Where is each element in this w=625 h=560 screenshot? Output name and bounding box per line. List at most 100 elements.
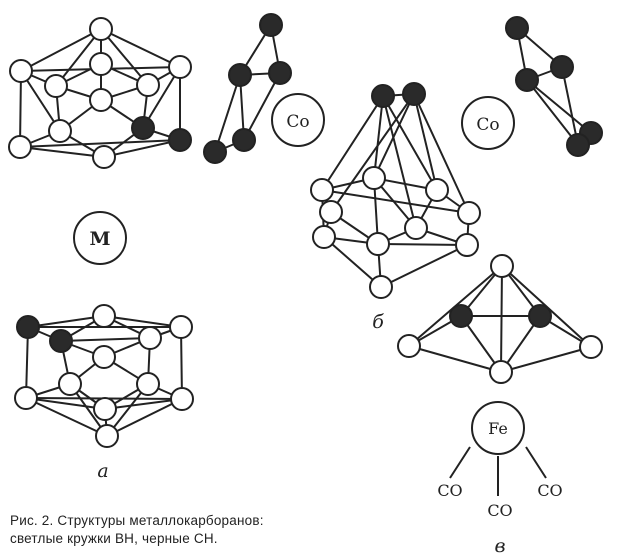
bond: [100, 28, 181, 68]
bond: [19, 139, 181, 148]
bond: [25, 397, 106, 410]
bond: [55, 28, 102, 87]
bh-atom: [319, 200, 343, 224]
bh-atom: [455, 233, 479, 257]
panel-label-a: а: [97, 460, 108, 482]
bh-atom: [490, 254, 514, 278]
ch-atom: [131, 116, 155, 140]
panel-label-b: б: [372, 311, 384, 333]
bond: [561, 66, 579, 146]
atom-layer: [8, 13, 603, 448]
ch-atom: [449, 304, 473, 328]
bond: [323, 236, 382, 288]
bh-atom: [169, 315, 193, 339]
bh-atom: [312, 225, 336, 249]
bond: [106, 398, 183, 437]
ch-atom: [168, 128, 192, 152]
bond: [180, 326, 183, 400]
bh-atom: [136, 73, 160, 97]
bh-atom: [170, 387, 194, 411]
bond: [321, 189, 470, 214]
bh-atom: [9, 59, 33, 83]
bh-atom: [93, 397, 117, 421]
co-ligand-right: CO: [537, 481, 562, 500]
bh-atom: [44, 74, 68, 98]
bond: [330, 93, 415, 213]
bh-atom: [489, 360, 513, 384]
metal-label-m: M: [89, 228, 110, 250]
ch-atom: [232, 128, 256, 152]
bond: [526, 79, 592, 134]
bh-atom: [362, 166, 386, 190]
metal-label-fe: Fe: [488, 419, 508, 438]
bh-atom: [92, 304, 116, 328]
metal-label-co-left: Co: [286, 112, 309, 132]
bh-atom: [8, 135, 32, 159]
bh-atom: [579, 335, 603, 359]
ch-atom: [228, 63, 252, 87]
bond: [380, 244, 468, 288]
bond: [27, 315, 105, 328]
bond: [321, 95, 384, 191]
metal-label-co-right: Co: [476, 115, 499, 135]
bond: [500, 346, 592, 373]
caption-line-1: Рис. 2. Структуры металлокарборанов:: [10, 513, 264, 528]
bh-atom: [48, 119, 72, 143]
bond: [60, 337, 151, 342]
co-ligand-left: CO: [437, 481, 462, 500]
bh-atom: [14, 386, 38, 410]
metal-atom-m: M: [73, 211, 127, 265]
bh-atom: [369, 275, 393, 299]
ch-atom: [566, 133, 590, 157]
figure-caption: Рис. 2. Структуры металлокарборанов: све…: [10, 512, 264, 548]
bond: [104, 398, 183, 410]
bond: [408, 345, 502, 373]
bh-atom: [138, 326, 162, 350]
metal-atom-co-left: Co: [271, 93, 325, 147]
bond: [20, 28, 102, 72]
bh-atom: [95, 424, 119, 448]
bh-atom: [92, 345, 116, 369]
bh-atom: [310, 178, 334, 202]
ch-atom: [505, 16, 529, 40]
bond: [413, 93, 438, 191]
bh-atom: [89, 52, 113, 76]
panel-label-v: в: [494, 535, 505, 557]
fe-co-bond-left: [449, 446, 471, 479]
bh-atom: [397, 334, 421, 358]
ch-atom: [16, 315, 40, 339]
bond: [382, 95, 417, 229]
ch-atom: [515, 68, 539, 92]
bh-atom: [425, 178, 449, 202]
bh-atom: [366, 232, 390, 256]
bond: [103, 139, 181, 158]
bond: [100, 28, 149, 86]
bh-atom: [136, 372, 160, 396]
bond: [103, 315, 182, 328]
bond: [377, 243, 468, 246]
co-ligand-middle: CO: [487, 501, 512, 520]
ch-atom: [550, 55, 574, 79]
ch-atom: [49, 329, 73, 353]
bond: [243, 72, 281, 141]
bond: [214, 74, 241, 153]
bond: [382, 95, 438, 191]
bh-atom: [89, 88, 113, 112]
bond: [500, 265, 503, 373]
bh-atom: [404, 216, 428, 240]
bond: [413, 93, 470, 214]
bond: [373, 95, 384, 179]
bond: [19, 146, 105, 158]
bond: [25, 397, 108, 437]
bond: [19, 70, 22, 148]
ch-atom: [259, 13, 283, 37]
caption-line-2: светлые кружки BH, черные CH.: [10, 531, 218, 546]
ch-atom: [371, 84, 395, 108]
bh-atom: [92, 145, 116, 169]
ch-atom: [268, 61, 292, 85]
metal-atom-fe: Fe: [449, 401, 547, 496]
bh-atom: [168, 55, 192, 79]
fe-co-bond-right: [525, 446, 547, 479]
ch-atom: [402, 82, 426, 106]
